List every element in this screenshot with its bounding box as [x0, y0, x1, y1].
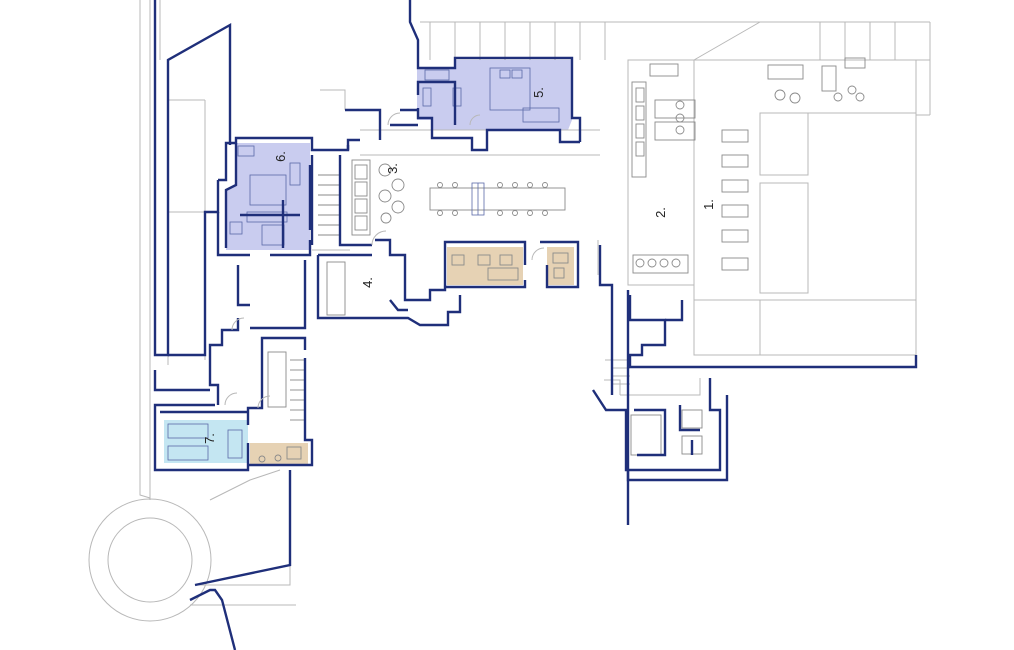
bathroom-fill-main — [447, 247, 523, 285]
room-label-6: 6. — [272, 151, 288, 162]
site-context-lines — [88, 0, 931, 622]
bedroom-6-fill — [226, 143, 310, 250]
stairs-west — [267, 351, 305, 421]
stairs-central — [318, 174, 340, 236]
bathroom-fill-7 — [250, 443, 308, 465]
kids-room-7-fill — [164, 420, 248, 463]
furniture — [167, 57, 866, 463]
room-label-2: 2. — [652, 207, 668, 218]
bedroom-5-fill — [417, 60, 572, 130]
door-swings — [224, 112, 545, 409]
room-label-7: 7. — [201, 433, 217, 444]
room-label-3: 3. — [384, 163, 400, 174]
walls — [153, 0, 918, 650]
room-label-5: 5. — [530, 87, 546, 98]
room-label-4: 4. — [359, 277, 375, 288]
room-label-1: 1. — [700, 199, 716, 210]
